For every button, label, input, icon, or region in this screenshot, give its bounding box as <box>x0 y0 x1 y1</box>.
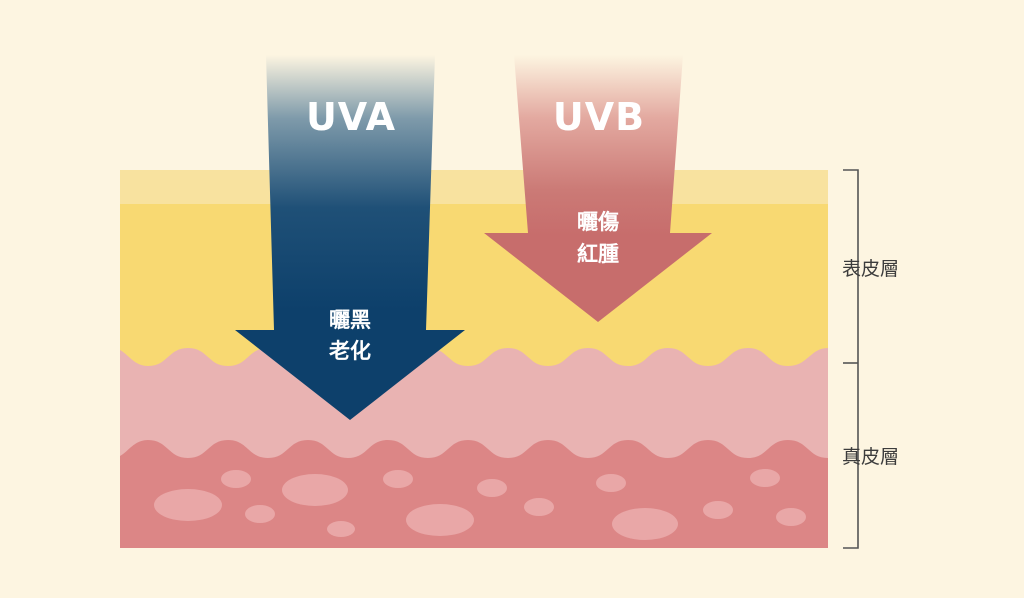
uvb-title: UVB <box>552 95 646 139</box>
layer-brackets <box>843 169 859 549</box>
uva-effect-line1: 曬黑 <box>329 308 371 332</box>
epidermis-label: 表皮層 <box>842 258 900 280</box>
uvb-effect-line2: 紅腫 <box>577 242 619 266</box>
dermis-label: 真皮層 <box>842 446 900 468</box>
uva-title: UVA <box>305 95 397 139</box>
uvb-arrow <box>484 55 712 322</box>
uva-effect-line2: 老化 <box>329 339 371 363</box>
stratum-corneum <box>120 170 828 204</box>
uvb-effect-line1: 曬傷 <box>577 210 619 234</box>
dermis-spots <box>154 469 806 540</box>
uva-arrow <box>235 55 465 420</box>
